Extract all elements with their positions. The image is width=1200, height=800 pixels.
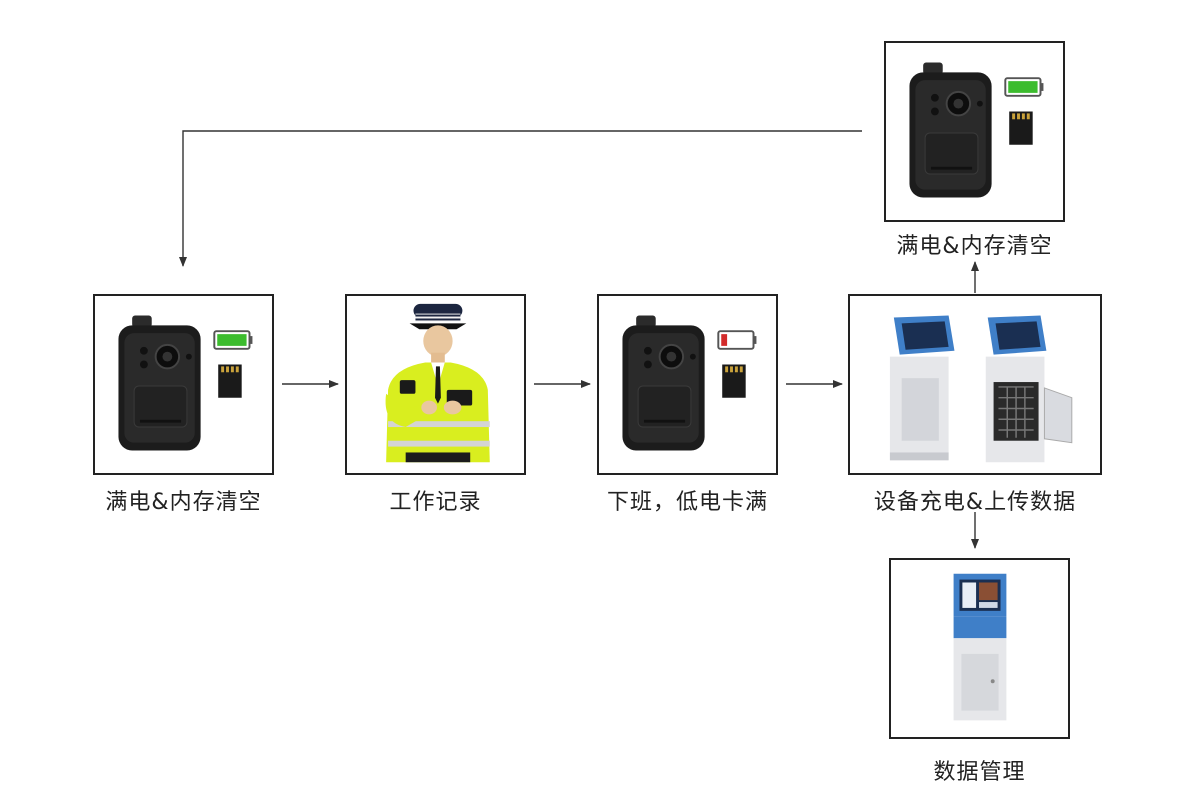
step-full-clear-label: 满电&内存清空 bbox=[105, 490, 262, 515]
police-officer-icon bbox=[385, 303, 490, 463]
sd-card-icon bbox=[218, 364, 242, 398]
battery-full-icon bbox=[213, 330, 253, 350]
step-charge-upload-label: 设备充电&上传数据 bbox=[873, 490, 1077, 515]
body-camera-icon bbox=[622, 315, 705, 451]
step-off-duty-label: 下班，低电卡满 bbox=[606, 490, 768, 515]
battery-full-icon bbox=[1004, 77, 1044, 97]
body-camera-full-illustration bbox=[118, 315, 253, 451]
step-work-record-label: 工作记录 bbox=[389, 490, 482, 515]
body-camera-low-illustration bbox=[622, 315, 757, 451]
body-camera-icon bbox=[909, 62, 992, 198]
step-full-clear-top-box bbox=[884, 41, 1065, 222]
step-full-clear-box bbox=[93, 294, 274, 475]
step-work-record-box bbox=[345, 294, 526, 475]
step-data-manage-label: 数据管理 bbox=[933, 760, 1026, 785]
arrow-loop-back bbox=[179, 130, 862, 267]
charging-kiosk-icon bbox=[889, 315, 955, 461]
police-officer-illustration bbox=[385, 303, 490, 463]
data-server-kiosk-illustration bbox=[953, 573, 1007, 721]
sd-card-icon bbox=[1009, 111, 1033, 145]
data-server-kiosk-icon bbox=[953, 573, 1007, 721]
battery-low-icon bbox=[717, 330, 757, 350]
step-data-manage-box bbox=[889, 558, 1070, 739]
step-off-duty-box bbox=[597, 294, 778, 475]
charging-kiosk-open-icon bbox=[985, 315, 1073, 463]
body-camera-full-top-illustration bbox=[909, 62, 1044, 198]
body-camera-icon bbox=[118, 315, 201, 451]
sd-card-icon bbox=[722, 364, 746, 398]
step-full-clear-top-label: 满电&内存清空 bbox=[896, 234, 1053, 259]
step-charge-upload-box bbox=[848, 294, 1102, 475]
charging-kiosk-illustration bbox=[889, 315, 1073, 463]
